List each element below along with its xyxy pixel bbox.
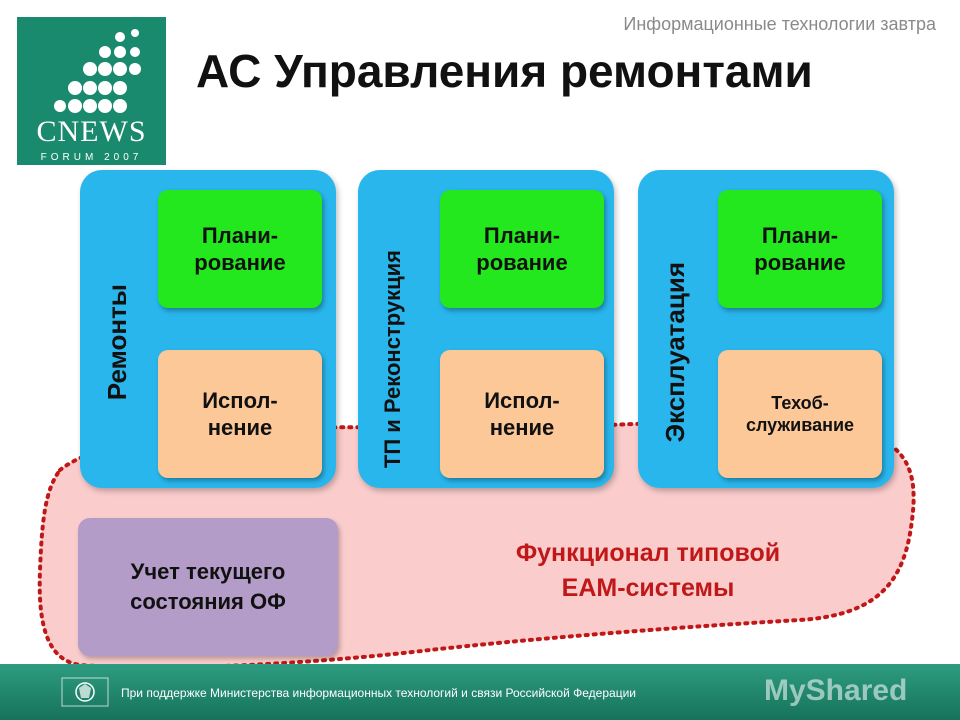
execution-label: Испол- нение — [484, 387, 560, 441]
footer-text: При поддержке Министерства информационны… — [121, 686, 636, 700]
planning-label: Плани- рование — [194, 222, 286, 276]
page-title: АС Управления ремонтами — [196, 45, 813, 97]
dots-icon — [54, 29, 141, 113]
column-label: ТП и Реконструкция — [380, 249, 405, 468]
column-operation: Эксплуатация Плани- рование Техоб- служи… — [638, 170, 894, 488]
footer: При поддержке Министерства информационны… — [0, 664, 960, 720]
execution-label: Испол- нение — [202, 387, 278, 441]
emblem-icon — [61, 677, 109, 707]
planning-box: Плани- рование — [718, 190, 882, 308]
column-reconstruction: ТП и Реконструкция Плани- рование Испол-… — [358, 170, 614, 488]
tagline: Информационные технологии завтра — [623, 14, 936, 34]
watermark: MyShared — [764, 674, 908, 707]
planning-label: Плани- рование — [476, 222, 568, 276]
logo-name: CNEWS — [36, 115, 147, 148]
asset-status-box: Учет текущего состояния ОФ — [78, 518, 338, 656]
eam-label: Функционал типовой EAM-системы — [515, 539, 781, 602]
column-label: Эксплуатация — [660, 261, 690, 442]
logo-subtitle: FORUM 2007 — [40, 152, 143, 163]
maintenance-label: Техоб- служивание — [745, 392, 855, 436]
planning-label: Плани- рование — [754, 222, 846, 276]
planning-box: Плани- рование — [158, 190, 322, 308]
execution-box: Испол- нение — [158, 350, 322, 478]
execution-box: Испол- нение — [440, 350, 604, 478]
cnews-logo: CNEWS FORUM 2007 — [17, 17, 166, 165]
column-label: Ремонты — [102, 283, 132, 400]
column-repairs: Ремонты Плани- рование Испол- нение — [80, 170, 336, 488]
planning-box: Плани- рование — [440, 190, 604, 308]
maintenance-box: Техоб- служивание — [718, 350, 882, 478]
